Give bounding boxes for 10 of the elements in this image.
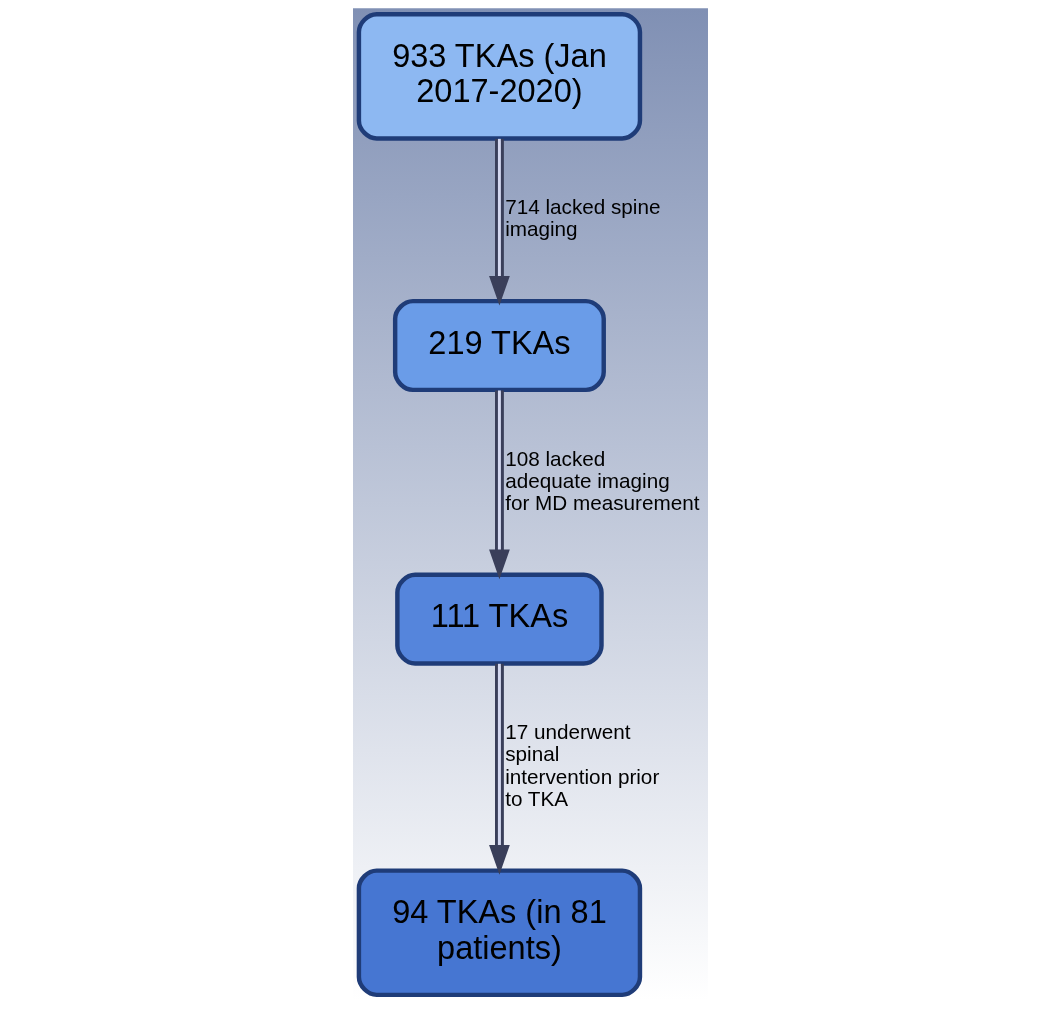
arrow (488, 390, 510, 580)
node-box: 111 TKAs (394, 572, 604, 666)
node-box: 219 TKAs (392, 298, 606, 393)
node-box: 933 TKAs (Jan 2017-2020) (356, 11, 642, 141)
node-box: 94 TKAs (in 81 patients) (356, 868, 642, 998)
arrow (488, 663, 510, 875)
arrow (488, 138, 510, 306)
edge-label: 108 lacked adequate imaging for MD measurement (504, 446, 699, 514)
edge-label: 714 lacked spine imaging (504, 195, 660, 241)
edge-label: 17 underwent spinal intervention prior to TKA (504, 720, 659, 810)
